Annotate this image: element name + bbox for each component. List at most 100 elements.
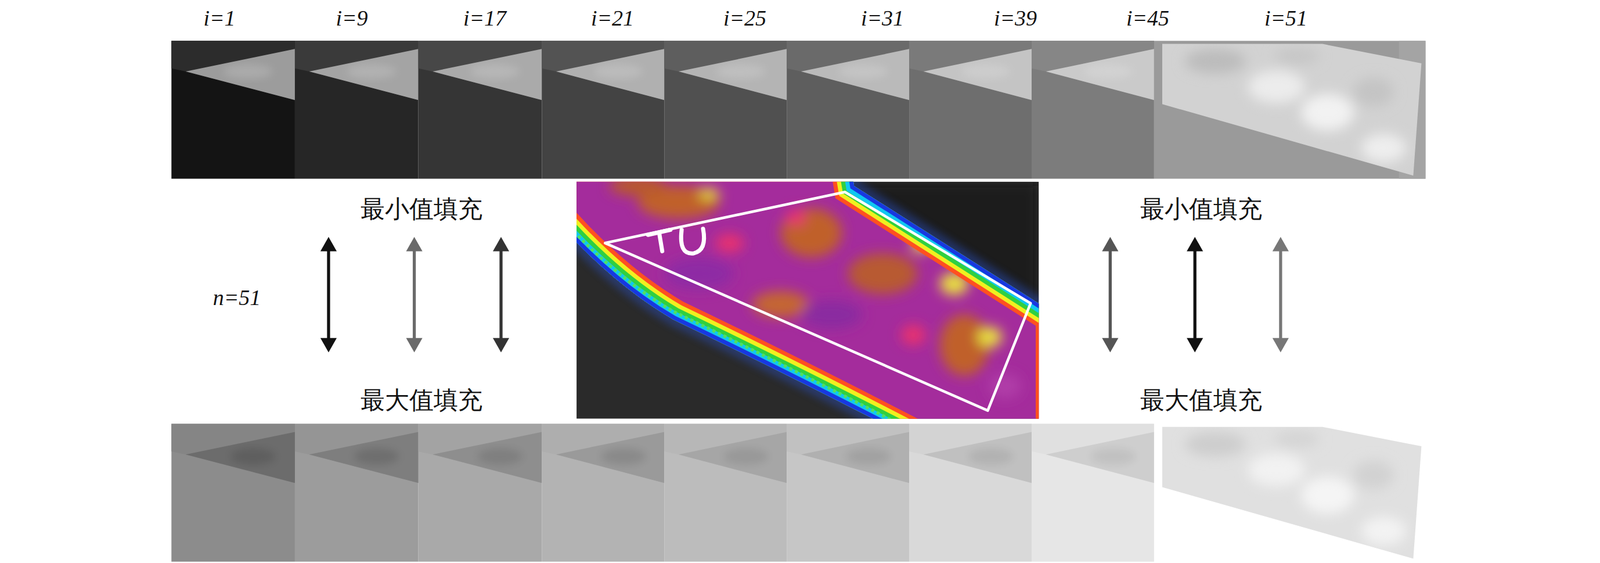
tile-texture	[347, 64, 396, 79]
thumbnail-tile	[294, 40, 419, 179]
thermal-image	[556, 161, 1067, 448]
tile-triangle	[432, 48, 542, 100]
double-arrow	[1101, 236, 1119, 353]
frame-index-label: i=17	[463, 5, 507, 32]
tile-triangle	[923, 48, 1032, 100]
tile-region	[909, 423, 1032, 483]
fill-mode-label: 最小值填充	[1140, 195, 1263, 223]
tile-texture	[716, 64, 766, 79]
band-edge-red	[556, 161, 1057, 448]
double-arrows-right	[1101, 236, 1289, 353]
arrow-head	[492, 337, 510, 353]
thumbnail-tile	[171, 423, 295, 561]
thumbnail-tile	[1031, 423, 1155, 561]
tile-polygon	[1162, 426, 1422, 559]
tile-ground	[294, 423, 419, 561]
tile-triangle	[923, 431, 1032, 483]
tile-region	[1031, 40, 1155, 100]
arrow-head	[1186, 337, 1203, 353]
tile-triangle	[556, 48, 665, 100]
thermal-band	[556, 161, 1067, 448]
thumbnail-tile-large	[1154, 423, 1426, 561]
tile-ground	[1154, 423, 1426, 561]
tile-region	[171, 40, 295, 100]
tile-triangle	[1046, 48, 1155, 100]
arrow-head	[1272, 236, 1289, 252]
tile-region	[909, 40, 1032, 100]
tile-texture	[1090, 448, 1136, 465]
tile-region	[294, 423, 419, 483]
tile-region	[418, 423, 543, 483]
arrow-head	[492, 236, 510, 252]
tile-texture	[354, 448, 399, 465]
frame-index-label: i=45	[1126, 5, 1170, 32]
thumbnail-tile	[171, 40, 295, 179]
tile-triangle	[678, 48, 787, 100]
arrow-head	[320, 236, 337, 252]
fill-mode-label: 最大值填充	[360, 386, 483, 414]
tile-ground	[541, 423, 665, 561]
band-texture	[608, 175, 1022, 398]
tile-ground	[541, 40, 665, 179]
tile-texture	[1184, 48, 1407, 163]
tile-region	[171, 423, 295, 483]
frame-index-label: i=9	[335, 5, 368, 32]
tile-region	[786, 40, 910, 100]
thumbnail-tile	[294, 423, 419, 561]
tile-ground	[171, 423, 295, 561]
fill-mode-label: 最大值填充	[1140, 386, 1263, 414]
arrow-head	[1101, 236, 1119, 252]
double-arrow	[406, 236, 423, 353]
frame-index-label: i=21	[591, 5, 634, 32]
thumbnail-tile	[664, 423, 787, 561]
thumbnail-tile	[786, 40, 910, 179]
tile-triangle	[801, 48, 910, 100]
tile-triangle	[309, 431, 419, 483]
tile-texture	[1083, 64, 1133, 79]
tile-texture	[1184, 430, 1407, 546]
tile-triangle	[185, 431, 295, 483]
arrow-head	[406, 337, 423, 353]
tile-triangle	[556, 431, 665, 483]
fill-mode-label: 最小值填充	[360, 195, 483, 223]
arrow-head	[406, 236, 423, 252]
tile-ground	[294, 40, 419, 179]
arrow-shaft	[499, 249, 503, 340]
arrow-head	[1272, 337, 1289, 353]
thumbnail-tile	[786, 423, 910, 561]
tile-texture	[230, 448, 276, 465]
band-edge-green	[556, 161, 1057, 448]
arrow-head	[1186, 236, 1203, 252]
tile-triangle	[801, 431, 910, 483]
thumbnail-tile	[909, 423, 1032, 561]
tile-ground	[1031, 423, 1155, 561]
double-arrows-left	[320, 236, 510, 353]
tile-region	[418, 40, 543, 100]
arrow-shaft	[1108, 249, 1112, 340]
bottom-thumbnail-row	[171, 423, 1426, 561]
thumbnail-tile	[1031, 40, 1155, 179]
thumbnail-tile	[664, 40, 787, 179]
frame-count-label: n=51	[213, 285, 262, 311]
arrow-head	[1101, 337, 1119, 353]
double-arrow	[320, 236, 337, 353]
tile-texture	[961, 64, 1011, 79]
band-edge-cyan	[556, 161, 1057, 448]
tile-triangle	[309, 48, 419, 100]
tile-ground	[1154, 40, 1426, 179]
tile-ground	[1031, 40, 1155, 179]
tile-triangle	[432, 431, 542, 483]
tile-ground	[786, 40, 910, 179]
arrow-shaft	[1193, 249, 1197, 340]
double-arrow	[492, 236, 510, 353]
tile-texture	[838, 64, 888, 79]
band-fill	[556, 161, 1067, 448]
tile-ground	[418, 423, 543, 561]
tile-region	[1031, 423, 1155, 483]
tile-ground	[909, 423, 1032, 561]
tile-polygon	[1162, 44, 1422, 176]
tile-ground	[418, 40, 543, 179]
thumbnail-tile	[909, 40, 1032, 179]
arrow-shaft	[1278, 249, 1282, 340]
